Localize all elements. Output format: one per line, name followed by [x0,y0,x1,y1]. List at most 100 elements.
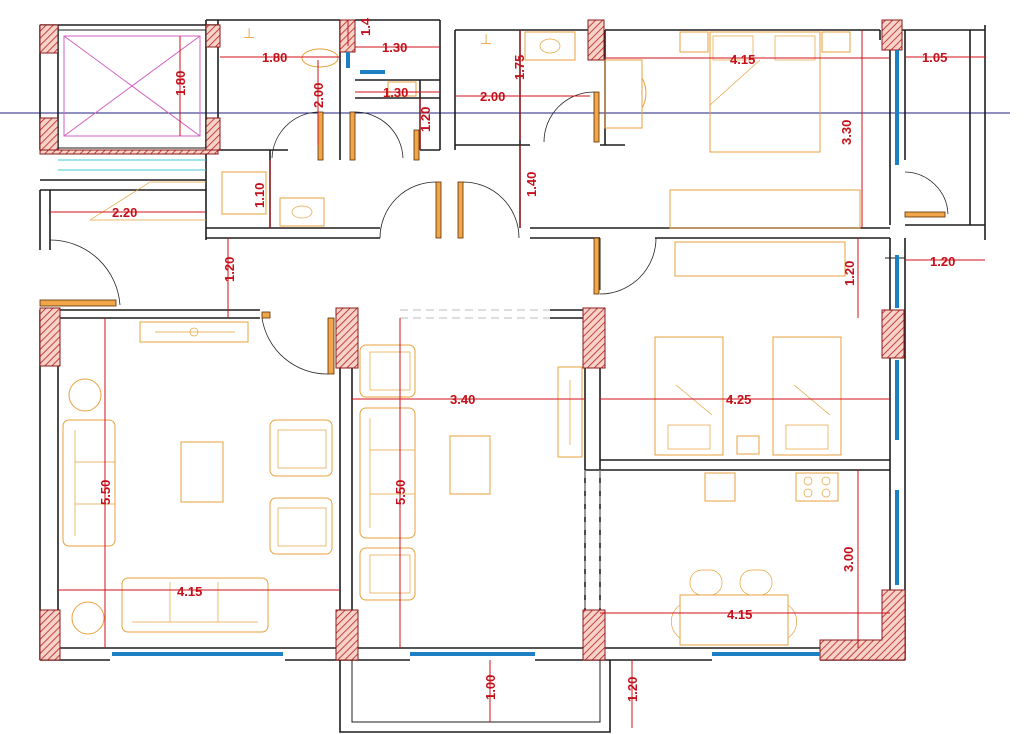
pillow [712,35,754,61]
column [39,117,59,151]
dim-wc-top-small: 1.4 [358,17,373,36]
column [39,609,61,661]
pillow [774,35,816,61]
washbasin [524,31,576,61]
dim-stair-width: 2.20 [112,205,137,220]
door-swing [599,237,657,295]
dining-chair [787,604,797,639]
column [39,307,61,367]
plant-pot [71,601,105,635]
door-leaf [39,299,117,307]
furniture: ⊥ ⊥ [62,25,861,646]
armchair [359,344,416,398]
dim-hall-height: 1.20 [222,257,237,282]
column [205,24,221,48]
door-swing [271,111,319,159]
door-leaf [593,237,600,295]
column [582,307,606,369]
dim-bath-height: 2.00 [311,83,326,108]
dim-right-ext-top: 1.05 [922,50,947,65]
door-leaf [317,111,324,161]
dining-table [679,594,789,646]
dining-chair [689,569,723,596]
dim-salon-height: 5.50 [98,480,113,505]
dim-shaft-height: 1.80 [173,71,188,96]
door-swing [379,181,437,239]
pillow [785,424,829,450]
door-leaf [327,317,335,375]
dim-bath-vertical: 1.20 [418,107,433,132]
wc-toilet [387,81,417,97]
door-swing [354,111,404,159]
coffee-table [180,441,224,503]
armchair [359,547,416,601]
dining-chair [739,569,773,596]
sofa [62,419,116,547]
door-leaf [593,91,600,143]
armchair [269,497,333,555]
plant-pot [68,378,102,412]
door-leaf [349,111,356,161]
nightstand [736,435,760,455]
dim-bedroom2-width: 4.25 [726,392,751,407]
washbasin [279,197,325,227]
door-leaf [435,181,442,239]
door-leaf [457,181,464,239]
structural-columns [39,19,906,661]
dim-shaft-width: 1.80 [262,50,287,65]
single-bed [654,336,724,456]
toilet [301,48,339,68]
door-swing [462,181,520,239]
door-swing [49,239,121,306]
door-swing [543,91,595,143]
dim-wc-mid: 1.30 [383,85,408,100]
column [881,19,903,51]
kitchen-sink [704,472,736,502]
single-bed [772,336,842,456]
dim-corridor-top: 2.00 [480,89,505,104]
column [881,309,905,359]
wardrobe [674,241,846,277]
door-leaf [904,211,946,218]
shower-tray [221,171,267,215]
pillow [667,424,711,450]
dining-chair [671,604,681,639]
column [335,307,359,369]
desk-chair [641,77,647,109]
sofa [121,577,269,633]
column [335,609,359,661]
double-bed [709,31,821,153]
column [587,19,605,61]
basin-bowl [539,38,561,54]
door-leaf [261,311,271,319]
column [819,589,906,661]
sideboard [139,321,249,343]
dim-living-width: 3.40 [450,392,475,407]
dim-corridor-vertical: 1.75 [512,55,527,80]
door-swing [261,317,329,375]
column [205,117,221,151]
door-swing [904,171,949,215]
column [39,149,219,155]
dimension-lines [50,20,985,728]
desk [604,59,643,129]
doors [39,91,949,375]
dim-kitchen-height: 3.00 [841,547,856,572]
dim-corridor-vertical-2: 1.40 [524,172,539,197]
column [582,609,606,661]
svg-text:⊥: ⊥ [243,25,255,41]
windows [58,50,899,656]
stair [89,181,206,221]
dim-bedroom1-height: 3.30 [839,120,854,145]
sofa [359,407,416,539]
basin-bowl [291,205,313,219]
dim-bath2-vertical: 1.10 [252,183,267,208]
dim-living-height: 5.50 [393,480,408,505]
dim-bedroom1-width: 4.15 [730,52,755,67]
column [39,24,59,54]
shaft [57,29,207,149]
dim-right-ext-mid: 1.20 [930,254,955,269]
dim-wc-top: 1.30 [382,40,407,55]
nightstand [821,31,851,53]
